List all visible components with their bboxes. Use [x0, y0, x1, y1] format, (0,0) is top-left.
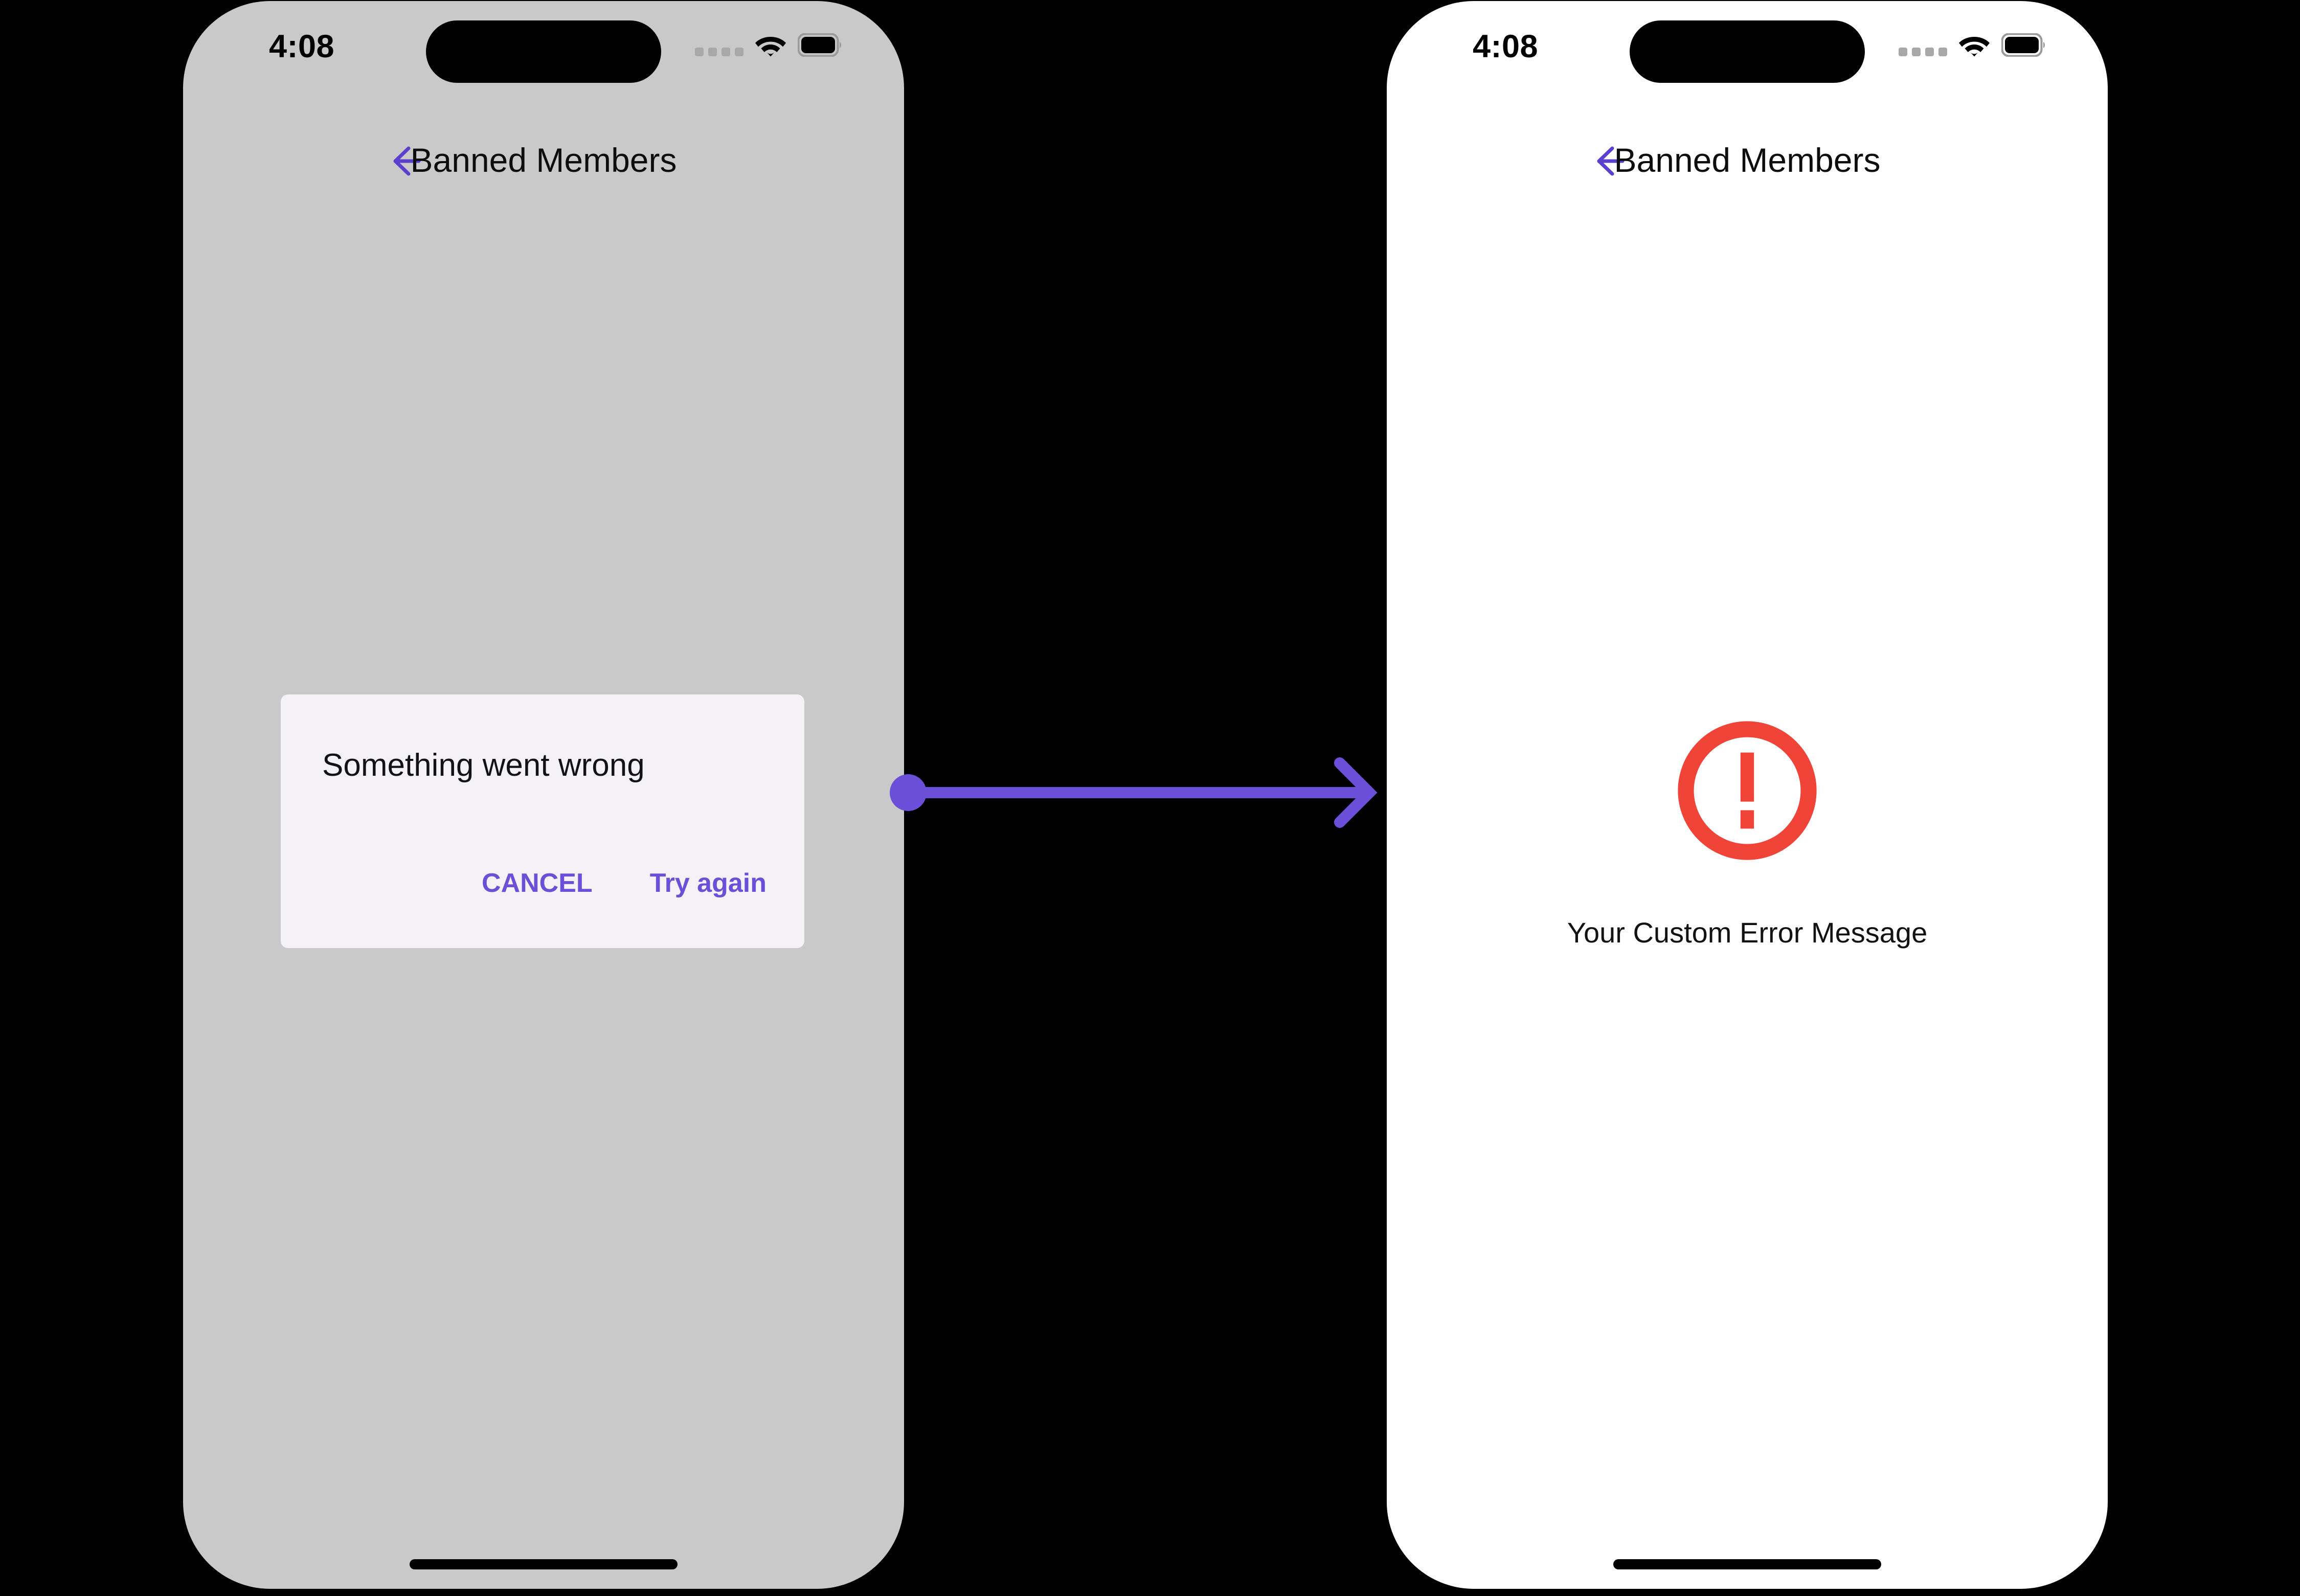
- nav-header: Banned Members: [1387, 129, 2108, 195]
- error-message: Your Custom Error Message: [1567, 916, 1928, 949]
- try-again-button[interactable]: Try again: [650, 867, 766, 899]
- status-bar-indicators: [695, 33, 843, 60]
- cancel-button[interactable]: CANCEL: [482, 867, 593, 899]
- home-indicator[interactable]: [410, 1559, 678, 1569]
- battery-full-icon: [2001, 33, 2046, 59]
- transition-arrow: [890, 736, 1381, 849]
- phone-screen-before: 4:08: [183, 1, 904, 1589]
- wifi-icon: [1958, 33, 1990, 60]
- nav-header: Banned Members: [183, 129, 904, 195]
- status-bar-time: 4:08: [1473, 29, 1539, 64]
- wifi-icon: [755, 33, 786, 60]
- error-exclamation-circle-icon: [1674, 717, 1821, 864]
- status-bar: 4:08: [183, 1, 904, 103]
- status-bar-indicators: [1899, 33, 2046, 60]
- home-indicator[interactable]: [1613, 1559, 1881, 1569]
- dynamic-island: [426, 20, 661, 83]
- arrow-left-icon[interactable]: [1584, 138, 1630, 184]
- signal-dots-icon: [695, 48, 743, 56]
- page-title: Banned Members: [1614, 141, 1881, 179]
- error-alert-dialog: Something went wrong CANCEL Try again: [281, 694, 804, 948]
- battery-full-icon: [797, 33, 843, 59]
- error-state: Your Custom Error Message: [1387, 717, 2108, 952]
- dynamic-island: [1630, 20, 1865, 83]
- arrow-left-icon[interactable]: [380, 138, 426, 184]
- signal-dots-icon: [1899, 48, 1947, 56]
- alert-title: Something went wrong: [322, 748, 645, 783]
- page-title: Banned Members: [410, 141, 677, 179]
- status-bar-time: 4:08: [269, 29, 335, 64]
- phone-screen-after: 4:08: [1387, 1, 2108, 1589]
- alert-actions: CANCEL Try again: [482, 867, 766, 899]
- status-bar: 4:08: [1387, 1, 2108, 103]
